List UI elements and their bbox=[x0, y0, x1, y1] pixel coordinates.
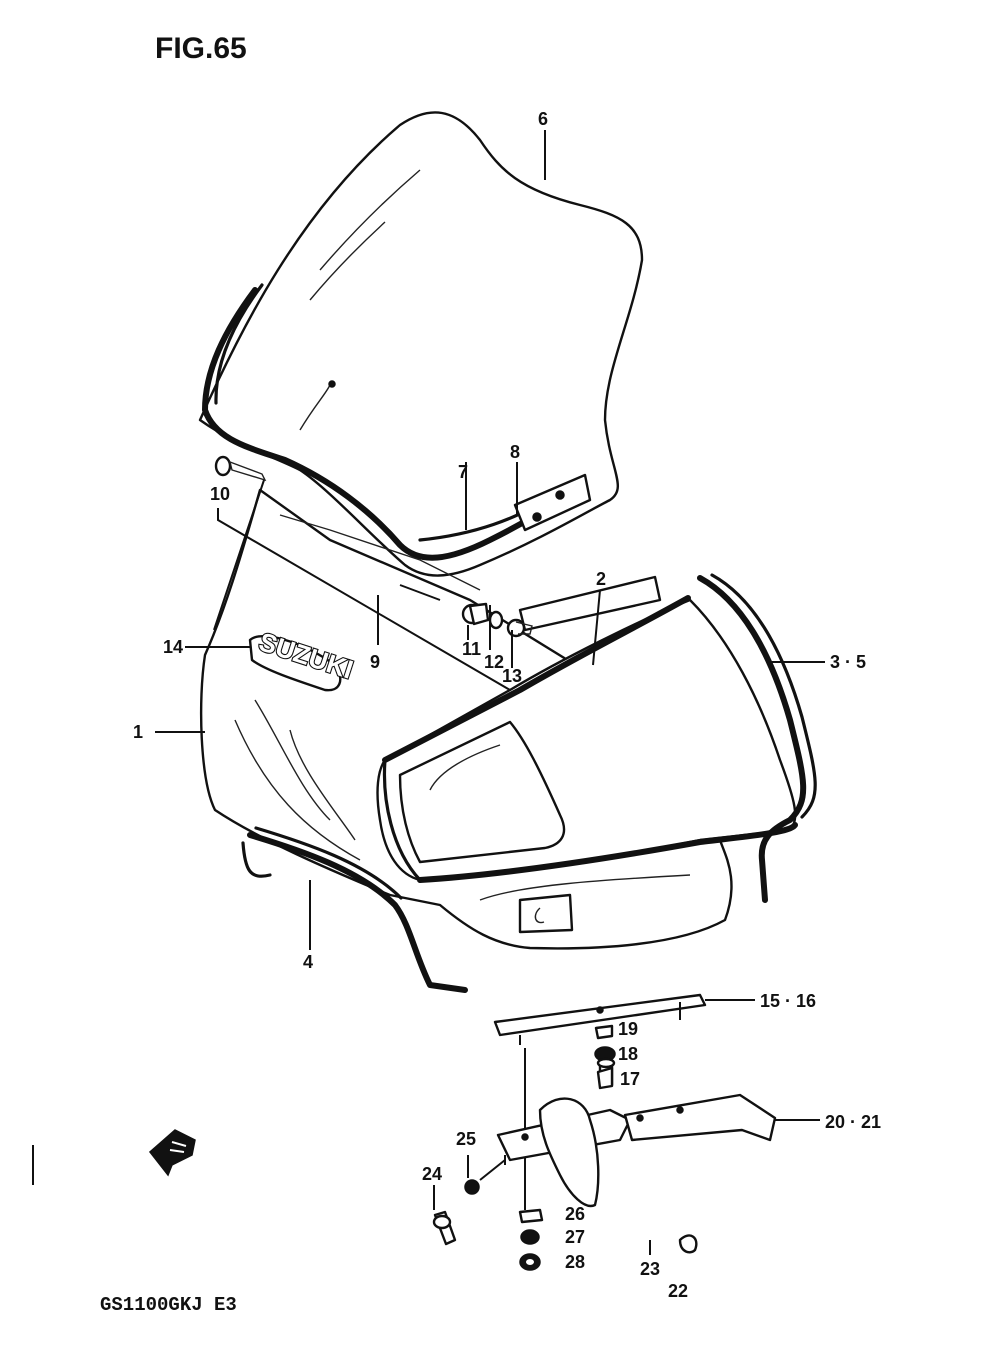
callout-14: 14 bbox=[163, 637, 183, 657]
headlight-window bbox=[376, 575, 798, 883]
leader-25-b bbox=[479, 1159, 506, 1181]
figure-title: FIG.65 bbox=[155, 32, 247, 65]
lower-trim-left bbox=[241, 826, 468, 993]
callout-22: 22 bbox=[668, 1281, 688, 1301]
upper-mounting-plate bbox=[493, 993, 707, 1045]
lower-mounting-bracket bbox=[496, 1093, 777, 1208]
callout-18: 18 bbox=[618, 1044, 638, 1064]
leader-9-c bbox=[399, 584, 441, 601]
callout-25: 25 bbox=[456, 1129, 476, 1149]
callout-24: 24 bbox=[422, 1164, 442, 1184]
callout-13: 13 bbox=[502, 666, 522, 686]
front-direction-arrow-icon bbox=[148, 1129, 196, 1177]
small-hardware bbox=[432, 1066, 698, 1271]
callout-19: 19 bbox=[618, 1019, 638, 1039]
windscreen-fasteners bbox=[214, 455, 533, 638]
windscreen-trim bbox=[202, 283, 592, 561]
leader-9-b bbox=[213, 479, 265, 631]
windscreen bbox=[198, 111, 644, 577]
callout-2: 2 bbox=[596, 569, 606, 589]
callout-15-16: 15 · 16 bbox=[760, 991, 816, 1011]
side-trim-right bbox=[697, 573, 817, 903]
callout-17: 17 bbox=[620, 1069, 640, 1089]
leader-9-a bbox=[217, 508, 511, 691]
callout-10: 10 bbox=[210, 484, 230, 504]
callout-12: 12 bbox=[484, 652, 504, 672]
callout-9: 9 bbox=[370, 652, 380, 672]
callout-27: 27 bbox=[565, 1227, 585, 1247]
callout-11: 11 bbox=[462, 639, 481, 659]
model-code: GS1100GKJ E3 bbox=[100, 1294, 237, 1316]
callout-3-5: 3 · 5 bbox=[830, 652, 866, 672]
callout-20-21: 20 · 21 bbox=[825, 1112, 881, 1132]
callout-4: 4 bbox=[303, 952, 313, 972]
callout-26: 26 bbox=[565, 1204, 585, 1224]
callout-1: 1 bbox=[133, 722, 143, 742]
callout-7: 7 bbox=[458, 462, 468, 482]
callout-6: 6 bbox=[538, 109, 548, 129]
callout-8: 8 bbox=[510, 442, 520, 462]
callout-23: 23 bbox=[640, 1259, 660, 1279]
leader-2 bbox=[592, 589, 601, 666]
callout-28: 28 bbox=[565, 1252, 585, 1272]
